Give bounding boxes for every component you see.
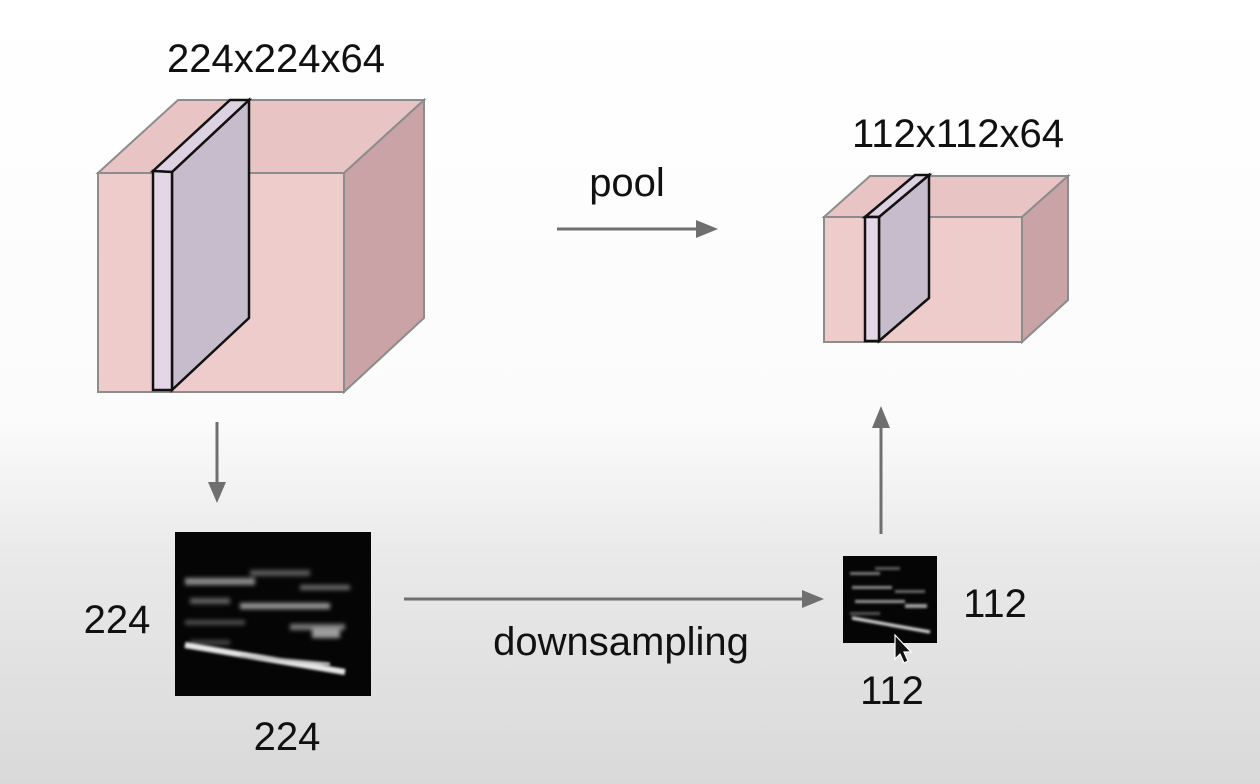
small-volume: 112x112x64 (821, 112, 1071, 345)
pool-arrow: pool (557, 161, 718, 238)
large-volume-dims-label: 224x224x64 (167, 37, 385, 81)
small-activation-map: 112 112 (843, 556, 1027, 713)
assemble-volume-arrow (872, 406, 890, 534)
pool-arrow-label: pool (589, 161, 665, 205)
small-activation-map-width-label: 112 (860, 669, 924, 713)
downsampling-arrow-label: downsampling (493, 620, 749, 664)
large-volume: 224x224x64 (95, 37, 427, 395)
mouse-cursor-icon (894, 633, 913, 664)
small-activation-slice (861, 172, 933, 344)
large-activation-map-height-label: 224 (84, 598, 151, 642)
small-activation-map-height-label: 112 (963, 582, 1027, 626)
large-activation-slice (149, 97, 253, 393)
small-volume-dims-label: 112x112x64 (852, 112, 1064, 156)
extract-slice-arrow (208, 422, 226, 503)
downsampling-arrow: downsampling (404, 590, 824, 664)
large-activation-map-width-label: 224 (254, 715, 321, 759)
large-activation-map: 224 224 (84, 532, 371, 759)
